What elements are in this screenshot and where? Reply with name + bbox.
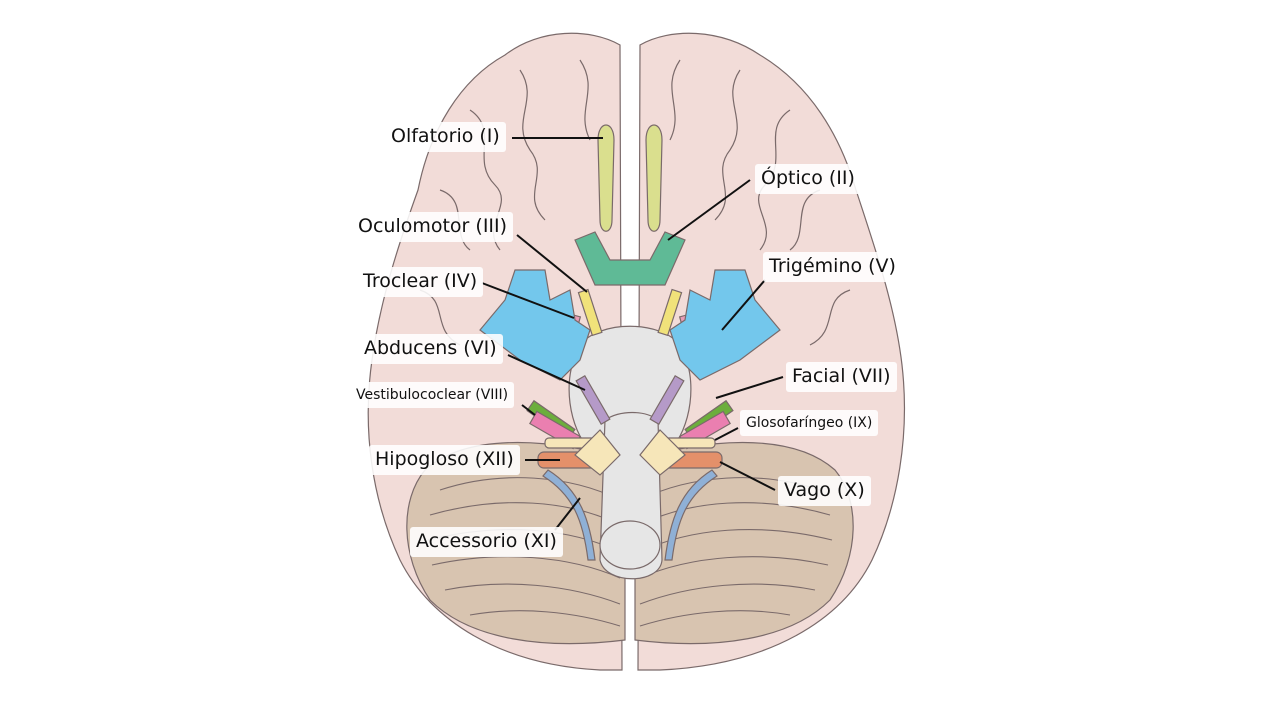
abducens-left [575,375,611,425]
leader-vago [719,461,776,491]
leader-trigemino [721,279,766,331]
leader-facial [715,376,784,399]
leader-optico [667,179,751,241]
trigeminal-left [479,269,591,381]
abducens-right [649,375,685,425]
leader-glosofaringeo [714,427,739,441]
accessory-right [664,469,718,561]
label-vago: Vago (X) [778,476,871,506]
leader-lines [481,137,784,531]
leader-troclear [481,282,575,319]
label-optico: Óptico (II) [755,164,861,194]
optic-chiasm [574,231,686,286]
label-abducens: Abducens (VI) [358,334,503,364]
label-facial: Facial (VII) [786,362,897,392]
leader-accessorio [554,497,581,531]
leader-abducens [507,354,586,391]
label-oculomotor: Oculomotor (III) [352,212,514,242]
oculomotor-left [577,288,603,337]
label-hipogloso: Hipogloso (XII) [369,445,520,475]
label-trigemino: Trigémino (V) [763,252,902,282]
olfactory-bulb-right [645,124,663,232]
oculomotor-right [657,288,683,337]
label-olfatorio: Olfatorio (I) [385,122,506,152]
olfactory-bulb-left [597,124,615,232]
leader-oculomotor [516,234,588,293]
label-accessorio: Accessorio (XI) [410,527,563,557]
accessory-left [542,469,596,561]
label-glosofaringeo: Glosofaríngeo (IX) [740,410,879,437]
label-vestibulococlear: Vestibulococlear (VIII) [350,382,515,409]
label-troclear: Troclear (IV) [357,267,484,297]
rootlet-fan-left [574,429,621,476]
leader-vestibulococlear [521,404,536,416]
rootlet-fan-right [639,429,686,476]
spinal-cord-section [599,520,661,570]
